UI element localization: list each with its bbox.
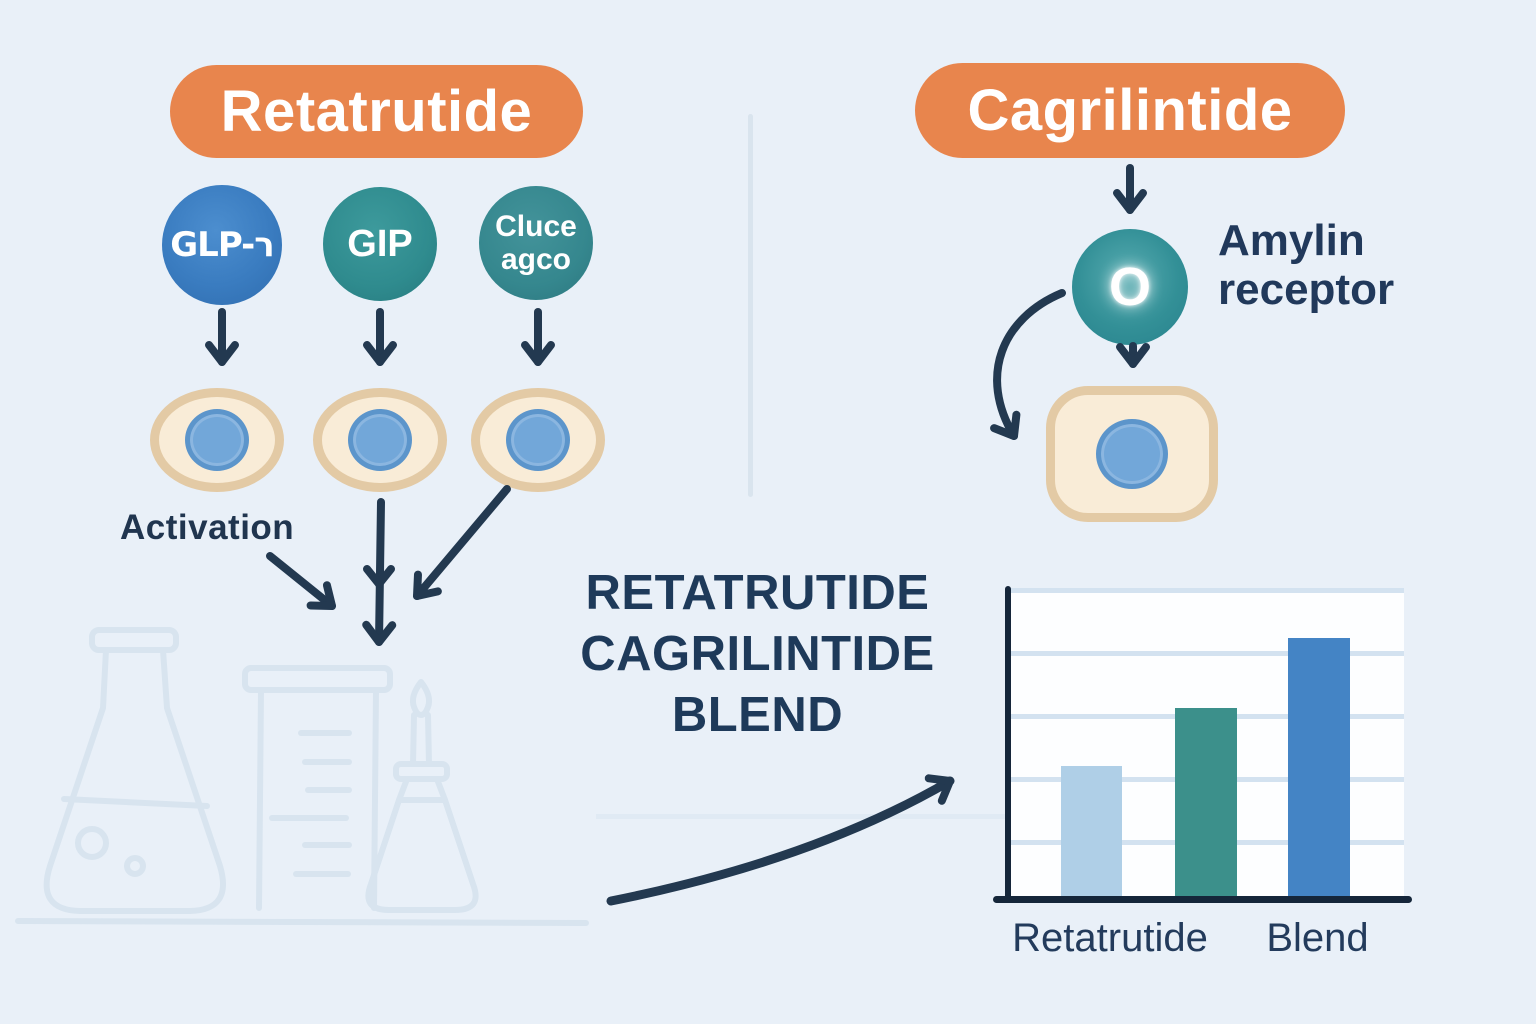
table-line (15, 918, 589, 926)
cell-nucleus (506, 409, 570, 471)
target-cell-2 (313, 388, 447, 492)
chart-tick-blend: Blend (1266, 916, 1369, 960)
blend-title: RETATRUTIDE CAGRILINTIDE BLEND (540, 563, 975, 746)
arrow-cell3-converge (413, 485, 511, 600)
bar-middle (1175, 708, 1237, 900)
gip-label: GIP (347, 222, 413, 265)
amylin-receptor-symbol: O (1108, 257, 1151, 317)
cell-nucleus (348, 409, 412, 471)
activation-label: Activation (120, 508, 295, 547)
chart-y-axis (1005, 586, 1011, 902)
glucagon-label-line2: agco (500, 243, 571, 276)
glp1-label: GLP-ר (170, 225, 274, 265)
amylin-receptor-label: Amylin receptor (1218, 216, 1394, 314)
section-divider (748, 114, 753, 497)
cagrilintide-banner: Cagrilintide (915, 63, 1345, 158)
glucagon-label-line1: Cluce (495, 210, 577, 243)
blend-title-line2: CAGRILINTIDE (580, 627, 935, 681)
arrow-activation-converge (266, 552, 336, 610)
gip-receptor-circle: GIP (323, 187, 437, 301)
bar-retatrutide (1061, 766, 1122, 900)
arrow-cell2-converge (362, 498, 397, 646)
chart-gridline (1008, 651, 1404, 656)
target-cell-1 (150, 388, 284, 492)
blend-title-line1: RETATRUTIDE (585, 566, 930, 620)
erlenmeyer-flask-icon (43, 627, 227, 914)
arrow-cell2-mid-chevron (363, 565, 395, 588)
cell-nucleus (1096, 419, 1168, 489)
retatrutide-banner-label: Retatrutide (220, 79, 533, 144)
glucagon-receptor-circle: Cluce agco (479, 186, 593, 300)
target-cell-right (1046, 386, 1218, 522)
glp1-receptor-circle: GLP-ר (162, 185, 282, 305)
gridline-extension (596, 814, 1006, 819)
chart-x-axis (993, 896, 1412, 903)
chart-gridline (1008, 588, 1404, 593)
amylin-label-line1: Amylin (1218, 216, 1365, 265)
target-cell-3 (471, 388, 605, 492)
blend-title-line3: BLEND (671, 688, 844, 742)
cagrilintide-banner-label: Cagrilintide (967, 78, 1293, 143)
stoppered-flask-icon (365, 679, 479, 913)
retatrutide-banner: Retatrutide (170, 65, 583, 158)
arrow-swoosh-to-chart (606, 774, 955, 906)
cell-nucleus (185, 409, 249, 471)
amylin-label-line2: receptor (1218, 265, 1395, 314)
graduated-cylinder-icon (242, 665, 393, 911)
amylin-receptor-circle: O (1072, 229, 1188, 345)
chart-tick-retatrutide: Retatrutide (1012, 916, 1208, 960)
bar-blend (1288, 638, 1350, 900)
